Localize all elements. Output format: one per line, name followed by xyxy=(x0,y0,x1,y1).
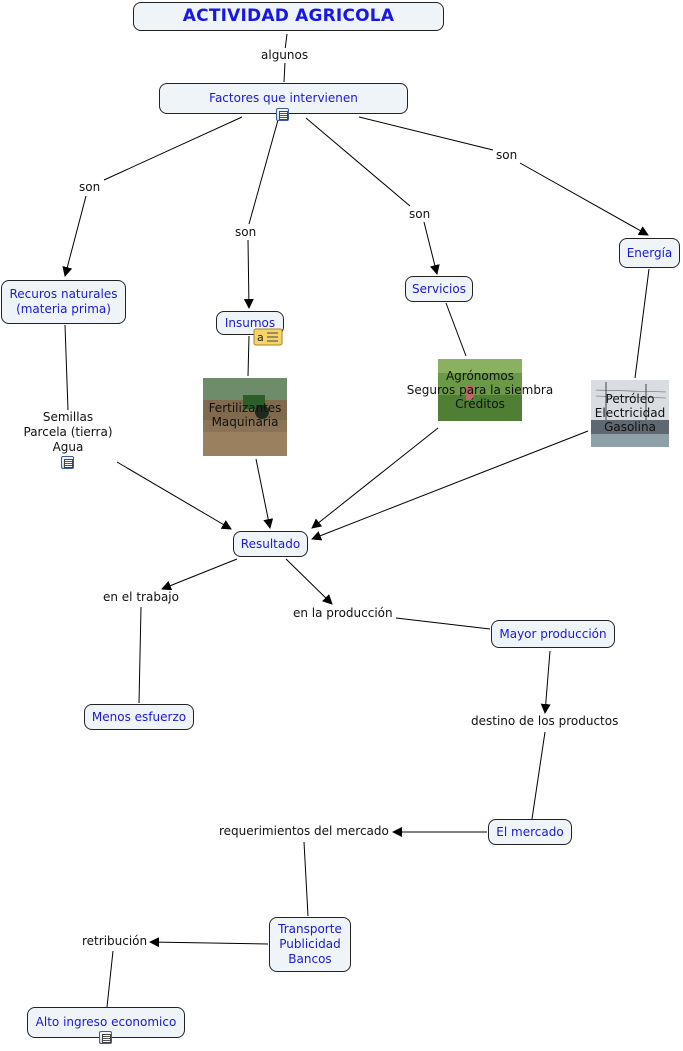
line-resultado-trabajo xyxy=(161,558,238,591)
line-factores-son2 xyxy=(248,119,279,225)
power-lines-photo xyxy=(591,380,669,447)
menos-esfuerzo-node[interactable]: Menos esfuerzo xyxy=(84,704,194,730)
document-icon[interactable] xyxy=(61,456,74,469)
line-recursos-semillas xyxy=(64,324,69,411)
line-produccion-mayor xyxy=(395,617,491,630)
linking-phrase: en el trabajo xyxy=(101,590,181,605)
line-son2-insumos xyxy=(243,239,254,309)
svg-text:a: a xyxy=(257,331,264,344)
line-mayor-destino xyxy=(540,650,551,714)
energia-node[interactable]: Energía xyxy=(619,238,680,268)
linking-phrase: son xyxy=(77,180,103,195)
linking-phrase: son xyxy=(494,148,520,163)
linking-phrase: destino de los productos xyxy=(469,714,621,729)
line-resultado-produccion xyxy=(285,558,333,605)
servicios-photo-caption: Agrónomos Seguros para la siembra Crédit… xyxy=(406,369,554,411)
line-servicios-photo xyxy=(445,302,467,357)
line-servicios-resultado xyxy=(311,427,439,529)
insumos-photo-caption: Fertilizantes Maquinaria xyxy=(208,401,282,429)
linking-phrase: en la producción xyxy=(291,606,395,621)
transporte-node[interactable]: Transporte Publicidad Bancos xyxy=(269,917,351,972)
linking-phrase: retribución xyxy=(80,934,150,949)
line-semillas-resultado xyxy=(116,461,232,530)
line-title-algunos xyxy=(284,33,288,51)
line-energia-resultado xyxy=(311,430,589,541)
linking-phrase: requerimientos del mercado xyxy=(217,824,391,839)
document-icon[interactable] xyxy=(99,1031,112,1044)
mayor-produccion-node[interactable]: Mayor producción xyxy=(491,620,615,648)
line-factores-son4 xyxy=(358,116,494,151)
line-destino-mercado xyxy=(531,731,546,820)
linking-phrase: algunos xyxy=(259,48,311,63)
tractor-field-photo xyxy=(203,378,287,456)
line-son4-energia xyxy=(519,162,649,236)
line-son1-recursos xyxy=(62,195,87,277)
servicios-node[interactable]: Servicios xyxy=(405,276,473,302)
mercado-node[interactable]: El mercado xyxy=(488,819,572,845)
linking-phrase: son xyxy=(233,225,259,240)
line-factores-son3 xyxy=(305,117,411,207)
document-icon[interactable] xyxy=(276,108,289,121)
text-note-icon[interactable]: a xyxy=(253,328,283,346)
linking-phrase: son xyxy=(407,207,433,222)
line-trabajo-menos xyxy=(138,606,142,704)
energia-photo-caption: Petróleo Electricidad Gasolina xyxy=(594,392,666,434)
resultado-node[interactable]: Resultado xyxy=(233,531,308,557)
line-retribucion-alto xyxy=(106,950,114,1008)
line-requerimientos-transporte xyxy=(303,841,309,917)
line-insumos-resultado xyxy=(255,458,274,529)
title-node[interactable]: ACTIVIDAD AGRICOLA xyxy=(133,2,444,31)
line-algunos-factores xyxy=(283,61,286,83)
line-factores-son1 xyxy=(103,116,243,181)
line-energia-photo xyxy=(634,268,650,379)
line-son3-servicios xyxy=(423,221,440,275)
line-insumos-photo xyxy=(247,335,250,377)
semillas-resource: Semillas Parcela (tierra) Agua xyxy=(8,410,128,455)
crop-field-photo xyxy=(438,359,522,421)
line-transporte-retribucion xyxy=(149,937,269,948)
recursos-node[interactable]: Recuros naturales (materia prima) xyxy=(1,280,126,324)
